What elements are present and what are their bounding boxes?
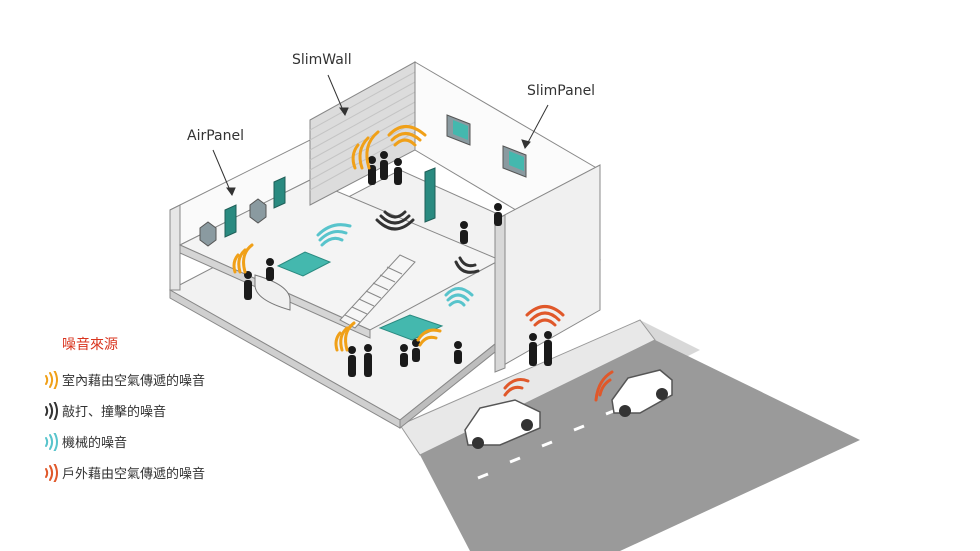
- legend-item-label: 機械的噪音: [62, 436, 128, 451]
- callout-lines: [212, 74, 549, 197]
- staircase: [339, 254, 416, 329]
- legend-item: 室內藉由空氣傳遞的噪音: [40, 364, 240, 395]
- mechanical-noise-icon: [45, 432, 58, 451]
- legend-item: 機械的噪音: [40, 426, 240, 457]
- legend-item: 敲打、撞擊的噪音: [40, 395, 240, 426]
- airpanel-label: AirPanel: [187, 128, 244, 144]
- slimpanel-label: SlimPanel: [527, 83, 596, 99]
- indoor-airborne-noise-icon: [45, 370, 58, 389]
- legend-item-label: 室內藉由空氣傳遞的噪音: [62, 374, 206, 389]
- airpanel-group: [199, 176, 286, 247]
- floor-panels: [276, 251, 444, 341]
- car-right: [611, 369, 673, 417]
- car-left: [464, 399, 541, 449]
- slimpanel-group: [446, 114, 527, 178]
- left-wall: [169, 139, 311, 291]
- brick-wall: [309, 61, 416, 206]
- legend-item-label: 戶外藉由空氣傳遞的噪音: [62, 467, 206, 482]
- noise-source-legend: 噪音來源 室內藉由空氣傳遞的噪音敲打、撞擊的噪音機械的噪音戶外藉由空氣傳遞的噪音: [40, 336, 240, 488]
- legend-item: 戶外藉由空氣傳遞的噪音: [40, 457, 240, 488]
- impact-noise-icon: [45, 401, 58, 420]
- noise-waves: [232, 125, 614, 402]
- reception-desk: [254, 274, 291, 311]
- legend-title: 噪音來源: [62, 337, 118, 353]
- column: [424, 167, 436, 223]
- outdoor-airborne-noise-icon: [45, 463, 58, 482]
- slimwall-label: SlimWall: [292, 52, 352, 68]
- legend-item-label: 敲打、撞擊的噪音: [62, 405, 167, 420]
- people: [244, 151, 552, 377]
